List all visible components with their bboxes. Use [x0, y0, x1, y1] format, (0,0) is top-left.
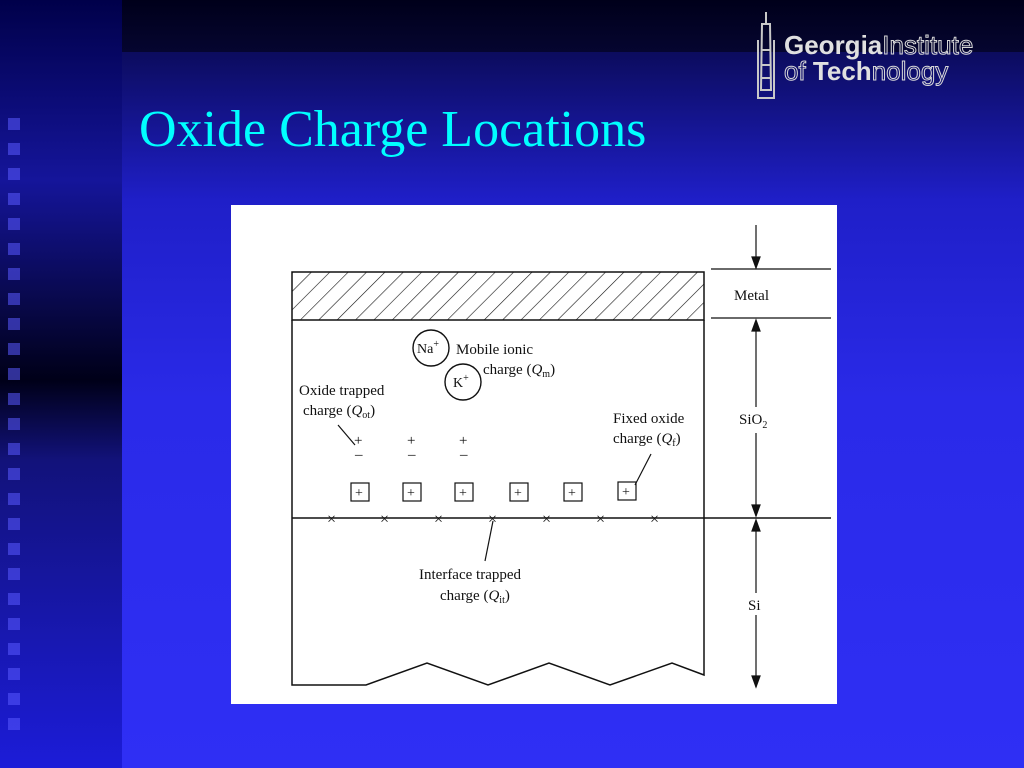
- decor-square: [8, 718, 20, 730]
- decor-square: [8, 693, 20, 705]
- trapped-minus: –: [407, 447, 416, 463]
- metal-layer: [291, 271, 705, 321]
- decor-square: [8, 518, 20, 530]
- logo-line1: GeorgiaInstitute: [784, 30, 973, 60]
- decor-square: [8, 593, 20, 605]
- oxide-trapped-label-line1: Oxide trapped: [299, 383, 385, 399]
- sodium-ion-circle: [412, 329, 450, 367]
- interface-cross: ×: [488, 511, 497, 528]
- trapped-minus: –: [459, 447, 468, 463]
- decor-square: [8, 468, 20, 480]
- decor-square: [8, 418, 20, 430]
- mobile-charge-label-line1: Mobile ionic: [456, 342, 533, 358]
- decor-square: [8, 543, 20, 555]
- fixed-charge-box: [563, 482, 583, 502]
- sodium-ion-label: Na+: [417, 339, 439, 357]
- decor-square: [8, 243, 20, 255]
- top-dark-band: [122, 0, 1024, 52]
- potassium-ion-circle: [444, 363, 482, 401]
- substrate-outline: [291, 320, 705, 686]
- fixed-charge-plus: +: [568, 486, 576, 501]
- interface-cross: ×: [434, 511, 443, 528]
- interface-cross: ×: [542, 511, 551, 528]
- potassium-ion-label: K+: [453, 373, 469, 391]
- metal-label-bg: [729, 283, 783, 305]
- fixed-charge-box: [350, 482, 370, 502]
- oxide-trapped-pointer: [337, 424, 356, 446]
- decor-square: [8, 368, 20, 380]
- decor-square: [8, 618, 20, 630]
- decorative-squares: [8, 118, 32, 743]
- fixed-oxide-label-line2: charge (Qf): [613, 431, 681, 449]
- trapped-plus: +: [407, 433, 415, 449]
- oxide-label-bg: [737, 407, 777, 433]
- trapped-minus: –: [354, 447, 363, 463]
- decor-square: [8, 668, 20, 680]
- fixed-charge-box: [617, 481, 637, 501]
- decor-square: [8, 118, 20, 130]
- silicon-label: Si: [748, 598, 761, 614]
- decor-square: [8, 193, 20, 205]
- silicon-label-bg: [745, 593, 767, 615]
- slide-title: Oxide Charge Locations: [139, 101, 647, 158]
- oxide-label: SiO2: [739, 412, 767, 431]
- trapped-plus: +: [459, 433, 467, 449]
- interface-pointer: [484, 520, 494, 562]
- interface-trapped-label-line2: charge (Qit): [440, 588, 510, 606]
- decor-square: [8, 268, 20, 280]
- decor-square: [8, 168, 20, 180]
- decor-square: [8, 393, 20, 405]
- decor-square: [8, 218, 20, 230]
- interface-cross: ×: [327, 511, 336, 528]
- decor-square: [8, 643, 20, 655]
- georgia-tech-logo: GeorgiaInstitute of Technology: [757, 12, 974, 99]
- fixed-charge-plus: +: [459, 486, 467, 501]
- decor-square: [8, 568, 20, 580]
- interface-cross: ×: [650, 511, 659, 528]
- diagram-svg: Metal SiO2 Si Na+ K+ Mobile ionic charge…: [291, 225, 831, 689]
- tower-icon: [757, 12, 775, 99]
- interface-cross: ×: [596, 511, 605, 528]
- decor-square: [8, 443, 20, 455]
- left-decorative-strip: [0, 0, 122, 768]
- fixed-charge-plus: +: [355, 486, 363, 501]
- logo-line2: of Technology: [784, 56, 948, 86]
- fixed-charge-plus: +: [622, 485, 630, 500]
- trapped-plus: +: [354, 433, 362, 449]
- decor-square: [8, 293, 20, 305]
- mobile-charge-label-line2: charge (Qm): [483, 362, 555, 380]
- decor-square: [8, 318, 20, 330]
- fixed-charge-plus: +: [514, 486, 522, 501]
- fixed-oxide-charges: + + + + + +: [350, 481, 637, 502]
- interface-traps: × × × × × × ×: [327, 511, 659, 528]
- fixed-charge-box: [402, 482, 422, 502]
- oxide-trapped-charges: + – + – + –: [354, 433, 468, 463]
- interface-cross: ×: [380, 511, 389, 528]
- fixed-oxide-pointer: [634, 453, 652, 486]
- fixed-charge-box: [454, 482, 474, 502]
- oxide-trapped-label-line2: charge (Qot): [303, 403, 375, 421]
- fixed-charge-box: [509, 482, 529, 502]
- decor-square: [8, 143, 20, 155]
- decor-square: [8, 493, 20, 505]
- oxide-charge-diagram: Metal SiO2 Si Na+ K+ Mobile ionic charge…: [231, 205, 837, 704]
- decor-square: [8, 343, 20, 355]
- fixed-oxide-label-line1: Fixed oxide: [613, 411, 685, 427]
- fixed-charge-plus: +: [407, 486, 415, 501]
- interface-trapped-label-line1: Interface trapped: [419, 567, 522, 583]
- metal-label: Metal: [734, 288, 769, 304]
